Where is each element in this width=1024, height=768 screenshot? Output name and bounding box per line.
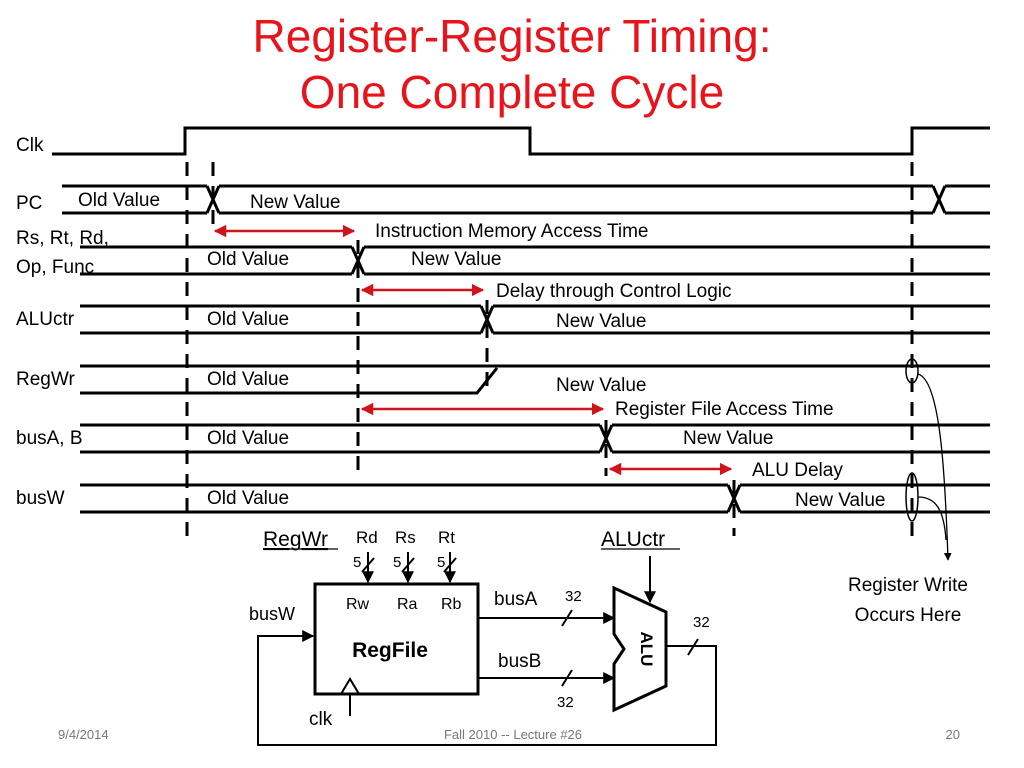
instr-old-value: Old Value — [207, 249, 289, 270]
rs-width: 5 — [393, 554, 401, 571]
busab-new-value: New Value — [683, 428, 773, 449]
signal-label-busw: busW — [16, 488, 65, 509]
regwr-new-value: New Value — [556, 375, 646, 396]
busb-label: busB — [498, 651, 541, 672]
aluout-width: 32 — [693, 614, 710, 631]
busw-new-value: New Value — [795, 490, 885, 511]
signal-label-op-func: Op, Func — [16, 257, 94, 278]
busw-old-value: Old Value — [207, 488, 289, 509]
regwr-waveform — [80, 364, 990, 395]
alu-label: ALU — [637, 632, 656, 667]
rs-label: Rs — [395, 528, 416, 547]
datapath-aluctr-label: ALUctr — [601, 528, 665, 551]
footer-date: 9/4/2014 — [58, 727, 109, 742]
pc-old-value: Old Value — [78, 190, 160, 211]
rt-label: Rt — [438, 528, 455, 547]
register-write-note-2: Occurs Here — [855, 605, 962, 626]
alu-delay-label: ALU Delay — [752, 460, 843, 481]
aluctr-old-value: Old Value — [207, 309, 289, 330]
regfile-label: RegFile — [352, 639, 428, 662]
signal-label-aluctr: ALUctr — [16, 309, 75, 330]
signal-label-regwr: RegWr — [16, 369, 75, 390]
signal-label-rs-rt-rd: Rs, Rt, Rd, — [16, 228, 109, 249]
clk-input-label: clk — [309, 709, 333, 730]
footer-course: Fall 2010 -- Lecture #26 — [444, 727, 582, 742]
instr-fields-waveform — [80, 245, 990, 276]
register-write-marker — [905, 358, 952, 561]
regfile-delay-label: Register File Access Time — [615, 399, 834, 420]
register-write-note-1: Register Write — [848, 575, 968, 596]
aluctr-waveform — [80, 304, 990, 335]
rb-port: Rb — [441, 596, 462, 613]
rw-port: Rw — [346, 596, 370, 613]
rd-width: 5 — [353, 554, 361, 571]
title-line-1: Register-Register Timing: — [253, 10, 772, 62]
ra-port: Ra — [397, 596, 418, 613]
regwr-old-value: Old Value — [207, 369, 289, 390]
timing-guides — [185, 162, 914, 540]
signal-label-clk: Clk — [16, 135, 44, 156]
rd-label: Rd — [356, 528, 378, 547]
busab-old-value: Old Value — [207, 428, 289, 449]
datapath-diagram — [257, 552, 717, 746]
regfile-block — [313, 582, 480, 696]
rt-width: 5 — [437, 554, 445, 571]
alu-block — [612, 585, 668, 713]
aluctr-new-value: New Value — [556, 311, 646, 332]
busb-width: 32 — [557, 694, 574, 711]
pc-waveform — [62, 184, 990, 215]
busab-waveform — [80, 423, 990, 454]
control-delay-label: Delay through Control Logic — [496, 281, 732, 302]
datapath-busw-label: busW — [249, 604, 295, 624]
pc-new-value: New Value — [250, 192, 340, 213]
footer-page-number: 20 — [946, 727, 960, 742]
imem-delay-label: Instruction Memory Access Time — [375, 221, 648, 242]
title-line-2: One Complete Cycle — [300, 66, 724, 118]
signal-label-busab: busA, B — [16, 428, 83, 449]
signal-label-pc: PC — [16, 193, 42, 214]
instr-new-value: New Value — [411, 249, 501, 270]
clk-waveform — [52, 126, 990, 156]
busa-width: 32 — [565, 588, 582, 605]
datapath-regwr-label: RegWr — [263, 528, 328, 551]
busa-label: busA — [494, 589, 538, 610]
